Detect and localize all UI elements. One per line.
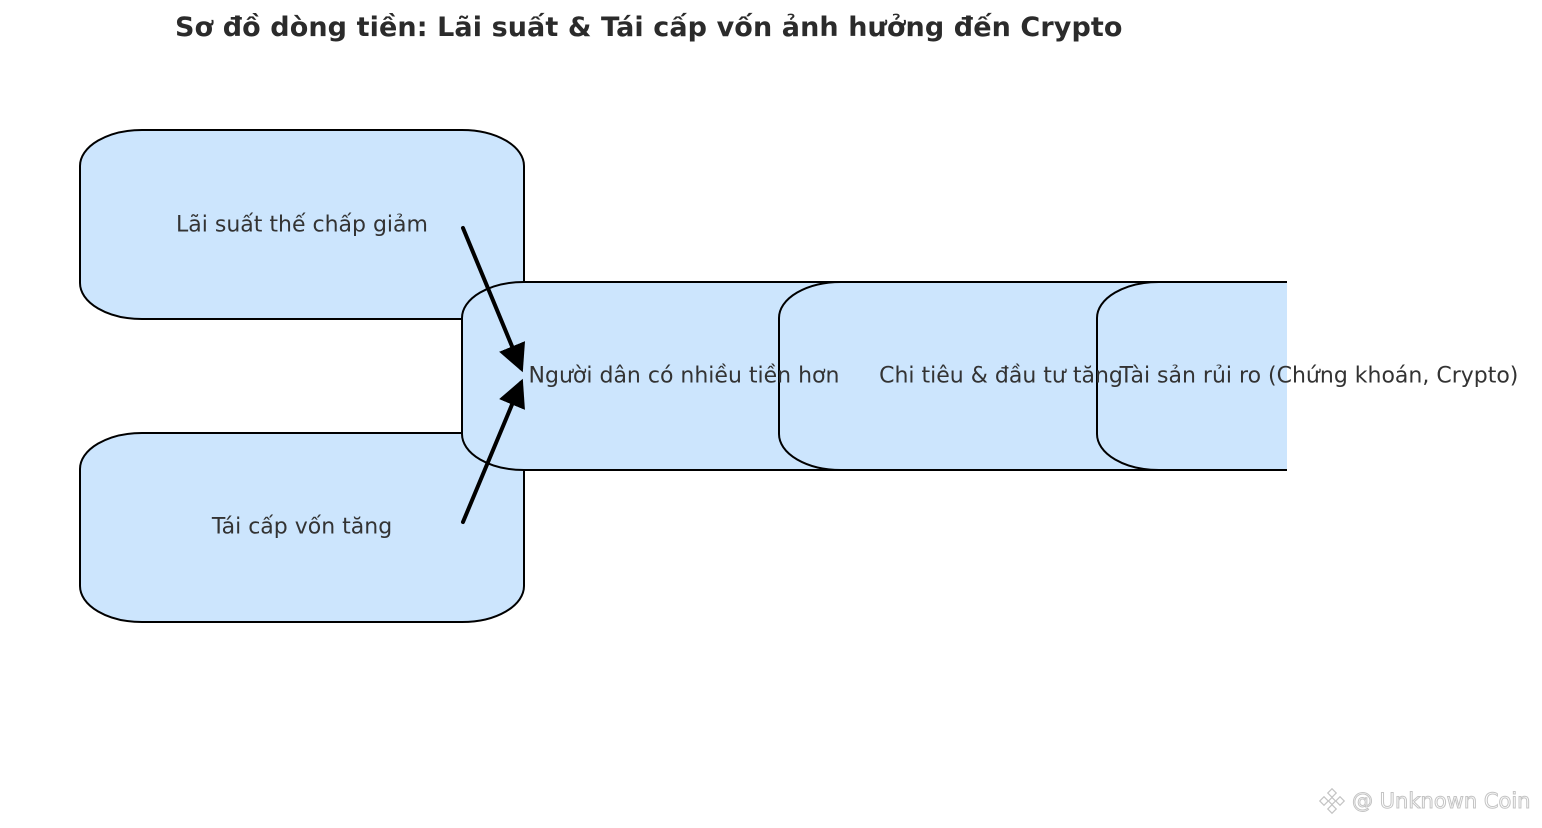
node-box-mortgage-rate (79, 129, 525, 320)
node-label-mortgage-rate: Lãi suất thế chấp giảm (176, 213, 428, 238)
watermark: @ Unknown Coin (1318, 786, 1531, 816)
diagram-title: Sơ đồ dòng tiền: Lãi suất & Tái cấp vốn … (175, 12, 1123, 43)
node-label-more-money: Người dân có nhiều tiền hơn (529, 364, 840, 389)
node-label-refinance: Tái cấp vốn tăng (211, 515, 392, 540)
node-box-refinance (79, 432, 525, 623)
arrow-mortgage-to-money (461, 226, 526, 373)
node-box-risk-assets (1096, 281, 1287, 471)
node-label-spending: Chi tiêu & đầu tư tăng (879, 364, 1123, 389)
binance-logo-icon (1318, 787, 1346, 815)
watermark-text: @ Unknown Coin (1352, 789, 1531, 814)
arrow-refinance-to-money (461, 378, 525, 524)
node-label-risk-assets: Tài sản rủi ro (Chứng khoán, Crypto) (1119, 364, 1519, 389)
